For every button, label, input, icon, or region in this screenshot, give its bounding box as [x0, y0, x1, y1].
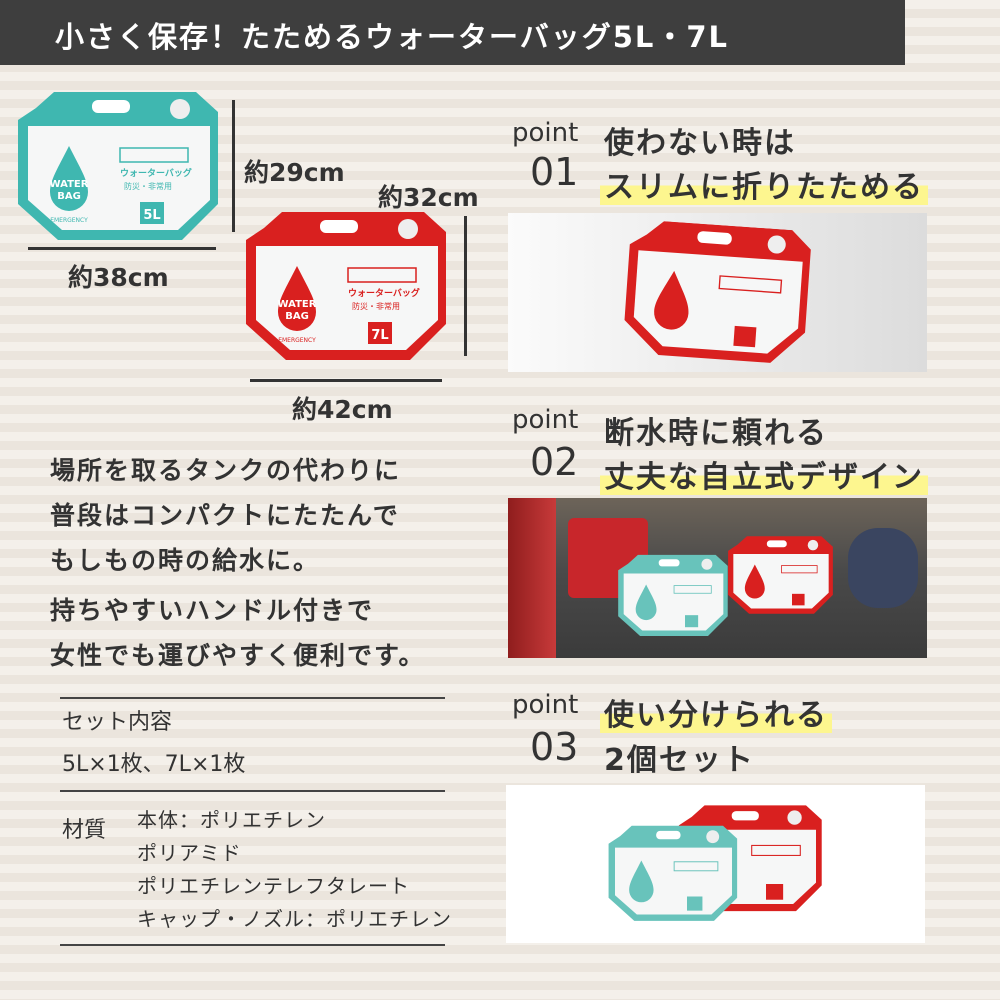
point-2-line1: 断水時に頼れる	[604, 416, 828, 451]
point-2-number: 02	[530, 440, 579, 484]
car-taillight	[508, 498, 556, 658]
point-1-photo	[508, 213, 927, 372]
material-label: 材質	[62, 818, 107, 843]
divider	[60, 790, 445, 792]
svg-text:WATER: WATER	[50, 179, 89, 190]
height-label-5l: 約29cm	[244, 158, 345, 187]
point-1-line2: スリムに折りたためる	[600, 170, 928, 205]
material-list: 本体：ポリエチレンポリアミドポリエチレンテレフタレートキャップ・ノズル：ポリエチ…	[137, 808, 452, 931]
svg-text:5L: 5L	[143, 208, 160, 223]
svg-text:防災・非常用: 防災・非常用	[352, 301, 400, 311]
svg-text:BAG: BAG	[57, 191, 81, 202]
width-arrow-5l	[28, 247, 216, 250]
width-arrow-7l	[250, 379, 442, 382]
point-2-word: point	[512, 405, 579, 435]
height-arrow-7l	[464, 216, 467, 356]
svg-text:7L: 7L	[371, 328, 388, 343]
height-arrow-5l	[232, 100, 235, 232]
point-3-word: point	[512, 690, 579, 720]
svg-text:EMERGENCY: EMERGENCY	[50, 217, 88, 224]
width-label-5l: 約38cm	[68, 263, 169, 292]
point-3-photo	[506, 785, 925, 943]
banner: 小さく保存！たためるウォーターバッグ5L・7L	[0, 0, 905, 65]
point-1-line1: 使わない時は	[604, 126, 796, 161]
svg-text:EMERGENCY: EMERGENCY	[278, 337, 316, 344]
point-1-number: 01	[530, 150, 579, 194]
point-3-line2: 2個セット	[604, 743, 755, 778]
svg-text:ウォーターバッグ: ウォーターバッグ	[120, 167, 192, 179]
water-bag-7l-illustration: WATER BAG EMERGENCY ウォーターバッグ 防災・非常用 7L	[242, 212, 452, 362]
point-3-number: 03	[530, 725, 579, 769]
svg-text:ウォーターバッグ: ウォーターバッグ	[348, 287, 420, 299]
description-paragraph-2: 持ちやすいハンドル付きで女性でも運びやすく便利です。	[50, 596, 426, 670]
svg-text:WATER: WATER	[278, 299, 317, 310]
point-3-line1: 使い分けられる	[600, 698, 832, 733]
svg-text:防災・非常用: 防災・非常用	[124, 181, 172, 191]
svg-text:BAG: BAG	[285, 311, 309, 322]
point-2-photo	[508, 498, 927, 658]
point-1-word: point	[512, 118, 579, 148]
divider	[60, 944, 445, 946]
point-2-line2: 丈夫な自立式デザイン	[600, 460, 928, 495]
height-label-7l: 約32cm	[378, 183, 479, 212]
description-paragraph-1: 場所を取るタンクの代わりに普段はコンパクトにたたんでもしもの時の給水に。	[50, 456, 402, 575]
water-bag-5l-illustration: WATER BAG EMERGENCY ウォーターバッグ 防災・非常用 5L	[14, 92, 224, 242]
divider	[60, 697, 445, 699]
width-label-7l: 約42cm	[292, 395, 393, 424]
